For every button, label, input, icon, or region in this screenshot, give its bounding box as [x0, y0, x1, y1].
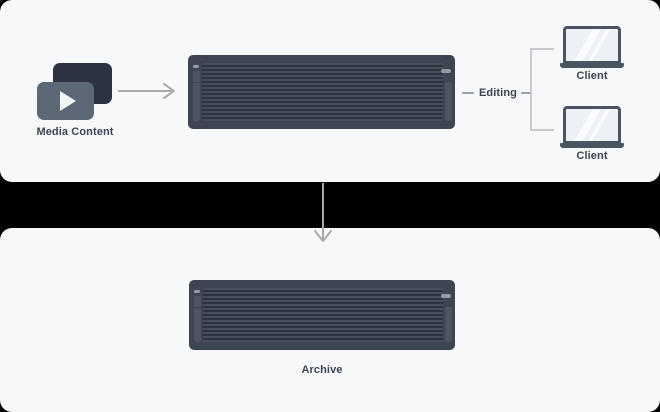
- laptop-base: [560, 63, 624, 68]
- play-icon: [60, 91, 76, 111]
- client-label: Client: [576, 150, 608, 162]
- server-vents: [202, 63, 443, 121]
- server-indicator-bar: [441, 294, 451, 298]
- editing-dash-right: [521, 92, 532, 94]
- editing-label: Editing: [479, 87, 517, 99]
- client-laptop-icon: [560, 26, 624, 68]
- bottom-panel: Archive: [0, 228, 660, 412]
- laptop-base: [560, 143, 624, 148]
- server-handle-right: [445, 82, 452, 121]
- server-drive-cell: [194, 296, 201, 307]
- archive-server-rack-icon: [189, 280, 455, 350]
- archive-label: Archive: [301, 364, 343, 376]
- media-to-server-arrow: [118, 83, 175, 99]
- server-handle-left: [193, 83, 200, 121]
- server-handle-left: [194, 308, 201, 342]
- top-panel: Media Content Editing Client Client: [0, 0, 660, 182]
- client-laptop-icon: [560, 106, 624, 148]
- client-label: Client: [576, 70, 608, 82]
- server-led-icon: [193, 65, 199, 68]
- laptop-screen: [563, 106, 621, 144]
- video-thumbnail-stack-icon: [37, 82, 94, 120]
- server-drive-cell: [193, 71, 200, 82]
- media-content-label: Media Content: [36, 126, 114, 138]
- server-to-archive-arrow: [314, 183, 332, 242]
- server-led-icon: [194, 290, 200, 293]
- editing-dash-left: [462, 92, 474, 94]
- server-rack-icon: [188, 55, 455, 129]
- server-vents: [203, 288, 443, 342]
- server-indicator-bar: [441, 69, 451, 73]
- server-handle-right: [445, 307, 452, 342]
- clients-bracket-line: [530, 48, 554, 131]
- laptop-screen: [563, 26, 621, 64]
